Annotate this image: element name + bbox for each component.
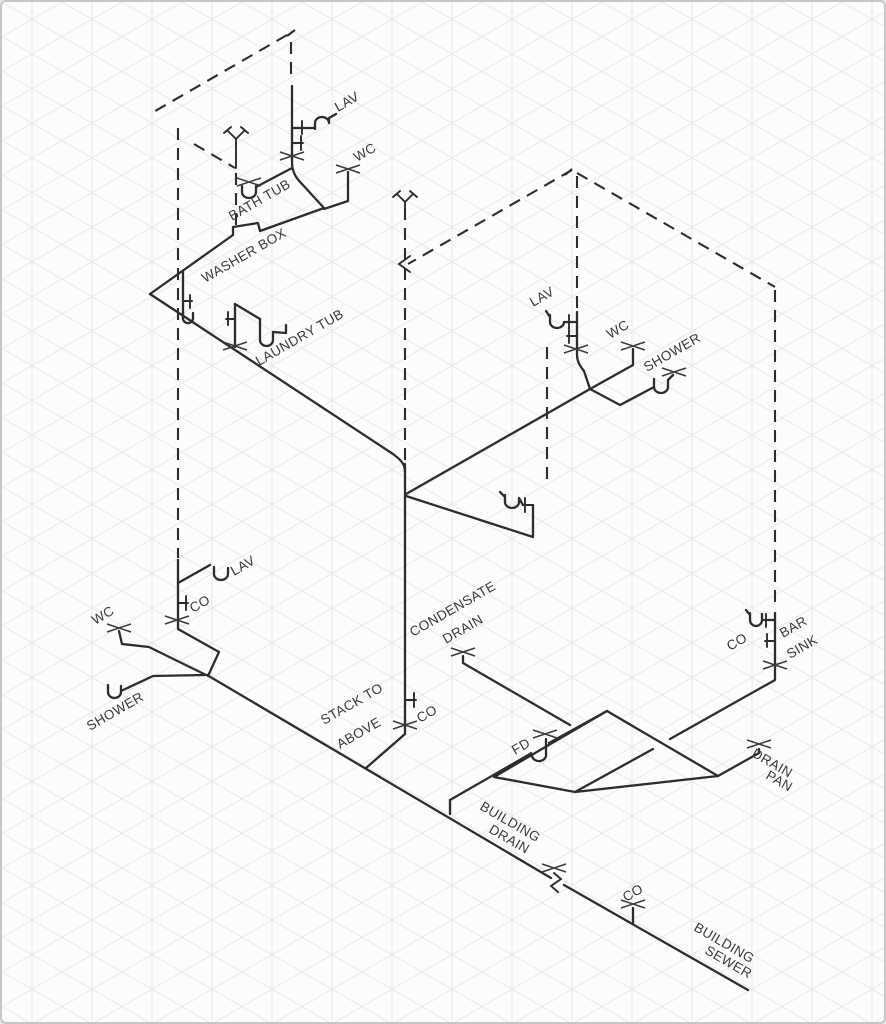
building-drain-sewer-pipes (205, 673, 750, 992)
right-bathroom-pipes (404, 309, 675, 496)
condensate-fd-pan-pipes (448, 608, 777, 802)
mid-level-fixture-pipes (404, 490, 535, 539)
lower-left-bathroom-pipes (106, 558, 230, 700)
vent-terminal-symbols (223, 126, 418, 273)
main-soil-stack (364, 462, 417, 770)
